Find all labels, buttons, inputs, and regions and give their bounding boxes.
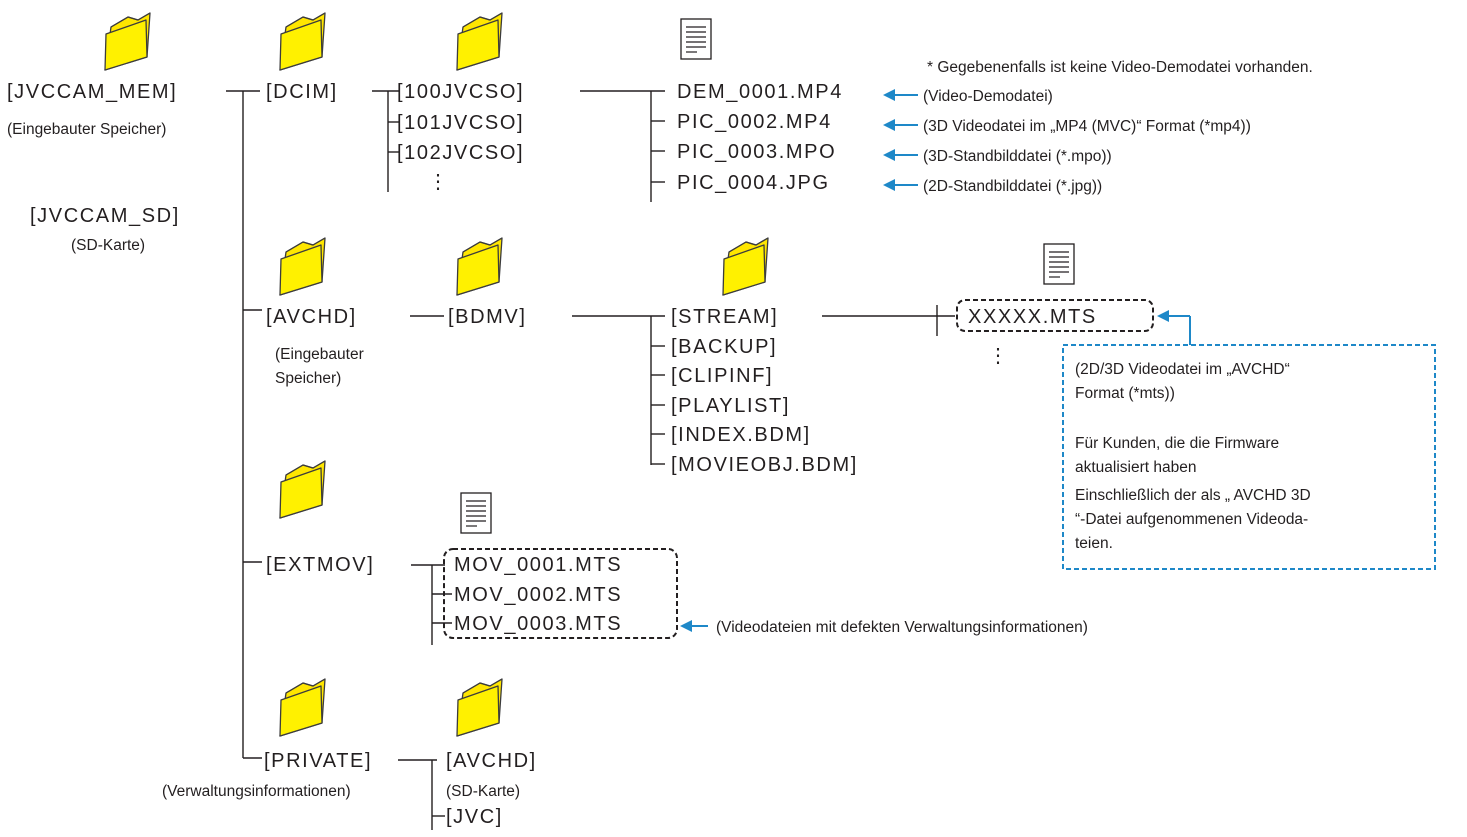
playlist-folder-label: [PLAYLIST] bbox=[671, 395, 790, 417]
demo-footnote: * Gegebenenfalls ist keine Video-Demodat… bbox=[927, 59, 1313, 76]
private-jvc-label: [JVC] bbox=[446, 806, 503, 828]
dcim-subfolder-3: [102JVCSO] bbox=[397, 142, 524, 164]
stream-file-highlight bbox=[956, 299, 1154, 332]
note-3d-mp4: (3D Videodatei im „MP4 (MVC)“ Format (*m… bbox=[923, 118, 1251, 135]
folder-icon bbox=[722, 237, 769, 296]
tree-connectors bbox=[226, 90, 955, 830]
folder-icon bbox=[279, 460, 326, 519]
backup-folder-label: [BACKUP] bbox=[671, 336, 777, 358]
notice-line-8: teien. bbox=[1075, 535, 1113, 552]
annotation-arrows bbox=[680, 89, 1191, 632]
document-icon bbox=[680, 18, 712, 60]
ellipsis: ⋮ bbox=[988, 345, 1010, 367]
note-3d-mpo: (3D-Standbilddatei (*.mpo)) bbox=[923, 148, 1112, 165]
file-pic-0004: PIC_0004.JPG bbox=[677, 172, 830, 194]
index-bdm-label: [INDEX.BDM] bbox=[671, 424, 811, 446]
avchd-caption-line2: Speicher) bbox=[275, 370, 341, 387]
notice-line-4: Für Kunden, die die Firmware bbox=[1075, 435, 1279, 452]
folder-icon bbox=[104, 12, 151, 71]
dcim-subfolder-1: [100JVCSO] bbox=[397, 81, 524, 103]
avchd-folder-label: [AVCHD] bbox=[266, 306, 357, 328]
folder-icon bbox=[456, 678, 503, 737]
stream-folder-label: [STREAM] bbox=[671, 306, 778, 328]
avchd-caption-line1: (Eingebauter bbox=[275, 346, 364, 363]
extmov-folder-label: [EXTMOV] bbox=[266, 554, 374, 576]
private-avchd-label: [AVCHD] bbox=[446, 750, 537, 772]
dcim-subfolder-2: [101JVCSO] bbox=[397, 112, 524, 134]
file-pic-0002: PIC_0002.MP4 bbox=[677, 111, 832, 133]
dcim-folder-label: [DCIM] bbox=[266, 81, 338, 103]
notice-line-5: aktualisiert haben bbox=[1075, 459, 1197, 476]
movieobj-bdm-label: [MOVIEOBJ.BDM] bbox=[671, 454, 858, 476]
stream-file-label: XXXXX.MTS bbox=[968, 306, 1097, 328]
mov-file-2: MOV_0002.MTS bbox=[454, 584, 622, 606]
private-avchd-caption: (SD-Karte) bbox=[446, 783, 520, 800]
file-dem-0001: DEM_0001.MP4 bbox=[677, 81, 843, 103]
clipinf-folder-label: [CLIPINF] bbox=[671, 365, 773, 387]
private-folder-label: [PRIVATE] bbox=[264, 750, 372, 772]
note-2d-jpg: (2D-Standbilddatei (*.jpg)) bbox=[923, 178, 1102, 195]
root-sd-label: [JVCCAM_SD] bbox=[30, 205, 180, 227]
extmov-files-highlight bbox=[443, 548, 678, 639]
bdmv-folder-label: [BDMV] bbox=[448, 306, 527, 328]
root-sd-caption: (SD-Karte) bbox=[71, 237, 145, 254]
folder-icon bbox=[279, 678, 326, 737]
folder-icon bbox=[279, 237, 326, 296]
notice-line-7: “-Datei aufgenommenen Videoda- bbox=[1075, 511, 1308, 528]
notice-line-1: (2D/3D Videodatei im „AVCHD“ bbox=[1075, 361, 1290, 378]
folder-icon bbox=[456, 12, 503, 71]
ellipsis: ⋮ bbox=[428, 171, 450, 193]
file-pic-0003: PIC_0003.MPO bbox=[677, 141, 836, 163]
private-caption: (Verwaltungsinformationen) bbox=[162, 783, 351, 800]
mov-file-3: MOV_0003.MTS bbox=[454, 613, 622, 635]
note-defective-videos: (Videodateien mit defekten Verwaltungsin… bbox=[716, 619, 1088, 636]
notice-line-6: Einschließlich der als „ AVCHD 3D bbox=[1075, 487, 1311, 504]
avchd-notice-box bbox=[1062, 344, 1436, 570]
root-mem-caption: (Eingebauter Speicher) bbox=[7, 121, 166, 138]
root-mem-label: [JVCCAM_MEM] bbox=[7, 81, 177, 103]
folder-icon bbox=[456, 237, 503, 296]
notice-line-2: Format (*mts)) bbox=[1075, 385, 1175, 402]
document-icon bbox=[460, 492, 492, 534]
folder-icon bbox=[279, 12, 326, 71]
note-demo-video: (Video-Demodatei) bbox=[923, 88, 1053, 105]
document-icon bbox=[1043, 243, 1075, 285]
mov-file-1: MOV_0001.MTS bbox=[454, 554, 622, 576]
